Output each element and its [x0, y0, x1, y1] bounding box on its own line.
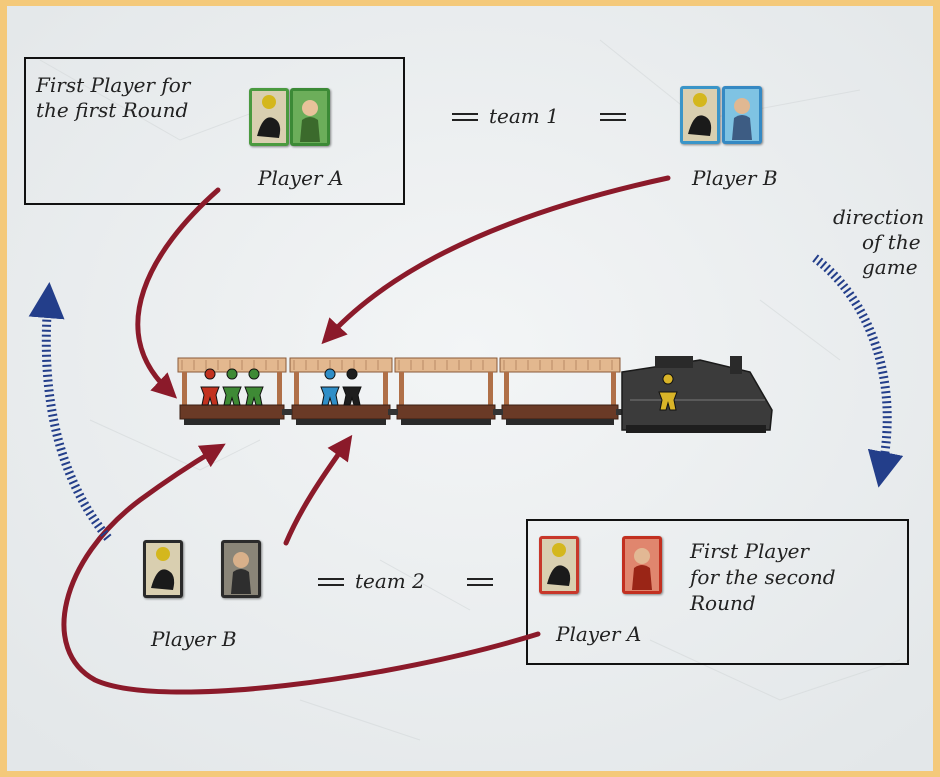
- role-card-black[interactable]: [143, 540, 183, 598]
- character-card-green[interactable]: [290, 88, 330, 146]
- character-card-blue[interactable]: [722, 86, 762, 144]
- role-card-red[interactable]: [539, 536, 579, 594]
- team1-player-b-label: Player B: [692, 166, 778, 190]
- direction-line1: direction: [833, 205, 925, 229]
- second-round-label-line2: for the second: [690, 565, 836, 589]
- team1-equals-left-b: [452, 119, 478, 121]
- team1-equals-right: [600, 113, 626, 115]
- team2-player-b-label: Player B: [151, 627, 237, 651]
- team1-equals-right-b: [600, 119, 626, 121]
- first-round-label-line1: First Player for: [36, 73, 191, 97]
- team1-equals-left: [452, 113, 478, 115]
- team2-equals-left: [318, 578, 344, 580]
- character-card-red[interactable]: [622, 536, 662, 594]
- team2-label: team 2: [355, 569, 425, 593]
- role-card-blue[interactable]: [680, 86, 720, 144]
- direction-line3: game: [862, 255, 918, 279]
- team1-label: team 1: [489, 104, 559, 128]
- team2-equals-left-b: [318, 584, 344, 586]
- team2-player-a-label: Player A: [556, 622, 642, 646]
- first-round-label-line2: the first Round: [36, 98, 189, 122]
- team2-equals-right: [467, 578, 493, 580]
- team1-player-a-label: Player A: [258, 166, 344, 190]
- direction-line2: of the: [862, 230, 921, 254]
- character-card-black[interactable]: [221, 540, 261, 598]
- role-card-green[interactable]: [249, 88, 289, 146]
- team2-equals-right-b: [467, 584, 493, 586]
- second-round-label-line1: First Player: [690, 539, 809, 563]
- second-round-label-line3: Round: [690, 591, 756, 615]
